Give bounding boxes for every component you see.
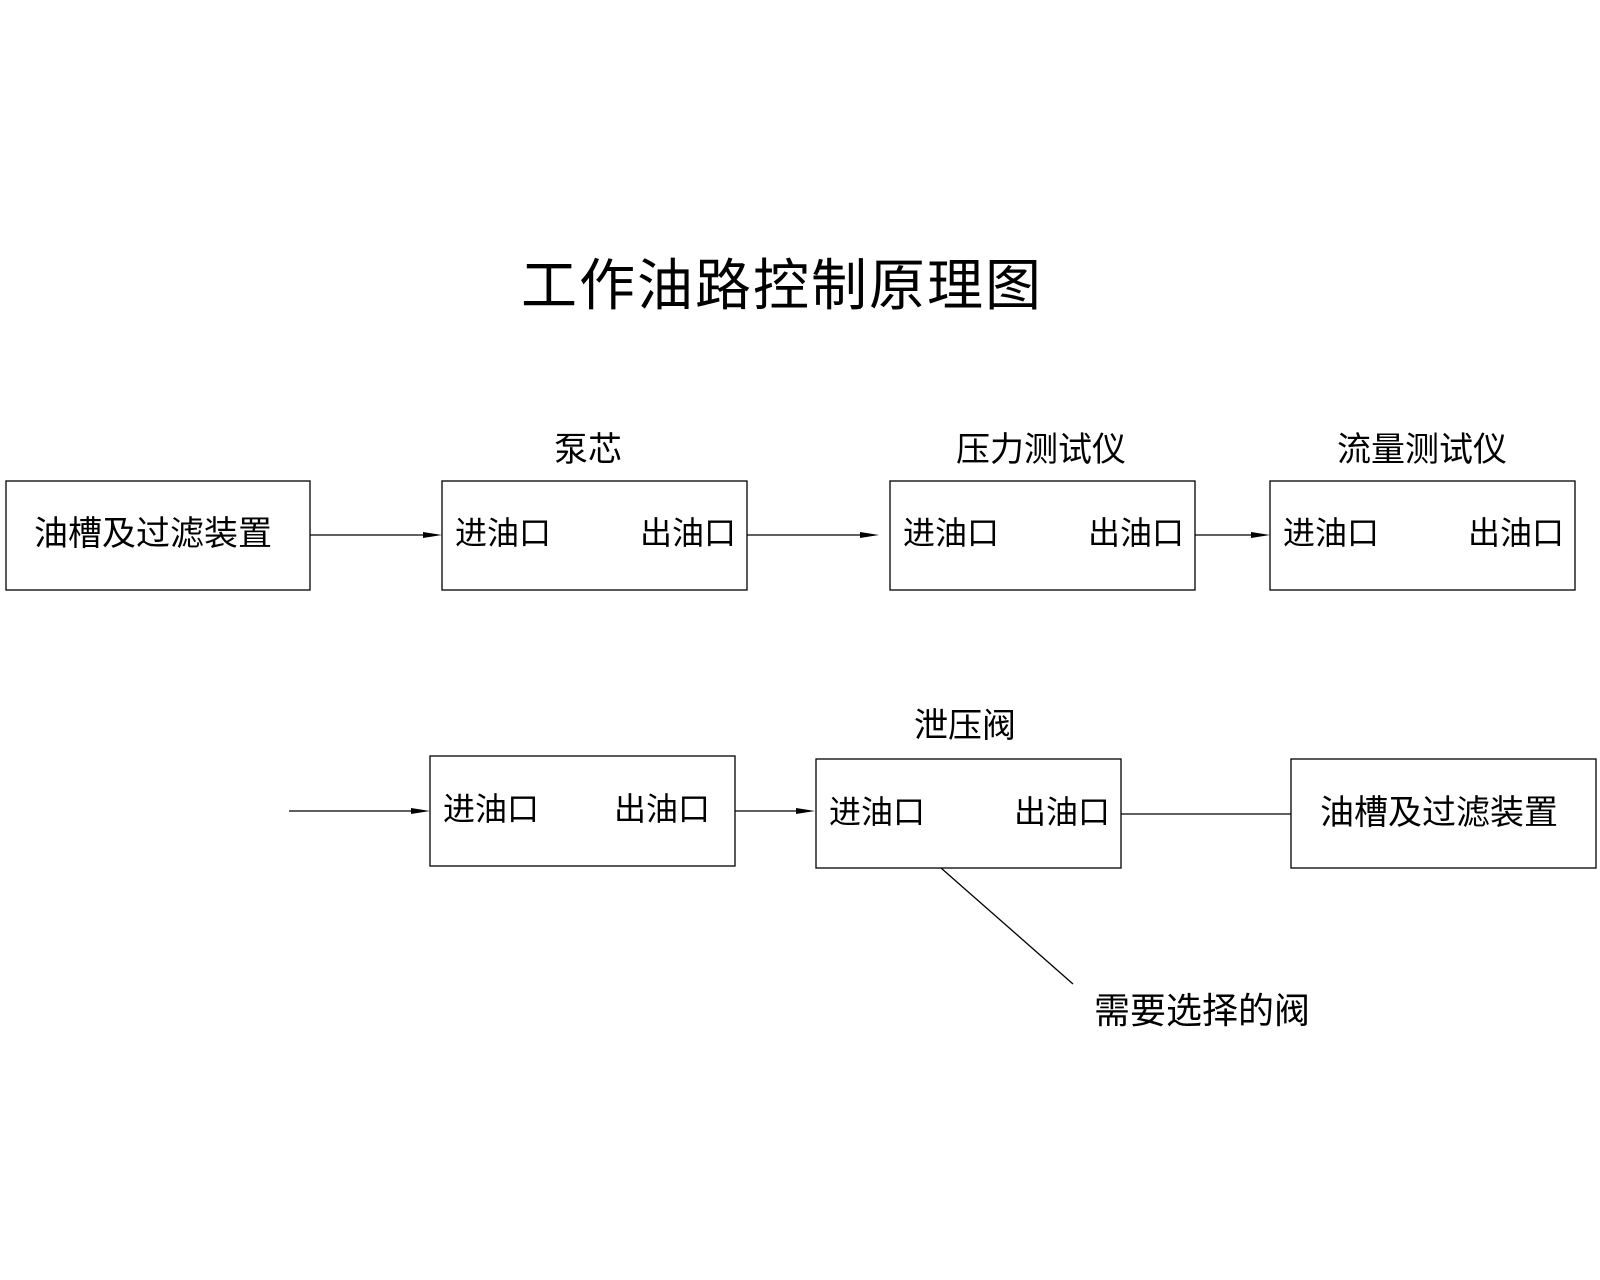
flow-tester-inlet-label: 进油口 <box>1283 514 1379 552</box>
pressure-tester-inlet-label: 进油口 <box>903 514 999 552</box>
flow-tester-outlet-label: 出油口 <box>1468 514 1564 552</box>
pump-core-outlet-label: 出油口 <box>640 514 736 552</box>
pump-core-inlet-label: 进油口 <box>455 514 551 552</box>
pressure-tester-label: 压力测试仪 <box>956 430 1126 470</box>
source-tank-filter-block: 油槽及过滤装置 <box>5 480 311 591</box>
flow-tester-box <box>1269 480 1576 591</box>
arrow-head <box>796 808 815 814</box>
note-leader-line <box>940 867 1074 985</box>
pressure-tester-block: 压力测试仪 进油口 出油口 <box>889 430 1196 591</box>
flow-tester-label: 流量测试仪 <box>1337 430 1507 470</box>
source-tank-filter-box <box>5 480 311 591</box>
unlabeled-unit-outlet-label: 出油口 <box>614 790 710 828</box>
return-tank-filter-block: 油槽及过滤装置 <box>1290 758 1597 869</box>
unlabeled-unit-block: 进油口 出油口 <box>429 755 736 867</box>
diagram-title: 工作油路控制原理图 <box>521 254 1043 319</box>
unlabeled-unit-inlet-label: 进油口 <box>443 790 539 828</box>
relief-valve-label: 泄压阀 <box>914 706 1016 746</box>
unlabeled-unit-box <box>429 755 736 867</box>
pump-core-label: 泵芯 <box>554 430 622 470</box>
relief-valve-inlet-label: 进油口 <box>829 793 925 831</box>
flow-tester-block: 流量测试仪 进油口 出油口 <box>1269 430 1576 591</box>
relief-valve-box <box>815 758 1122 869</box>
arrow-head <box>1251 532 1270 538</box>
source-tank-filter-label: 油槽及过滤装置 <box>34 514 272 554</box>
return-tank-filter-label: 油槽及过滤装置 <box>1320 793 1558 833</box>
pump-core-box <box>441 480 748 591</box>
relief-valve-outlet-label: 出油口 <box>1014 793 1110 831</box>
arrow-head <box>411 808 430 814</box>
relief-valve-block: 泄压阀 进油口 出油口 <box>815 706 1122 869</box>
return-tank-filter-box <box>1290 758 1597 869</box>
note-text: 需要选择的阀 <box>1094 991 1310 1032</box>
pressure-tester-outlet-label: 出油口 <box>1088 514 1184 552</box>
arrow-head <box>860 532 879 538</box>
pump-core-block: 泵芯 进油口 出油口 <box>441 430 748 591</box>
arrow-head <box>423 532 442 538</box>
pressure-tester-box <box>889 480 1196 591</box>
